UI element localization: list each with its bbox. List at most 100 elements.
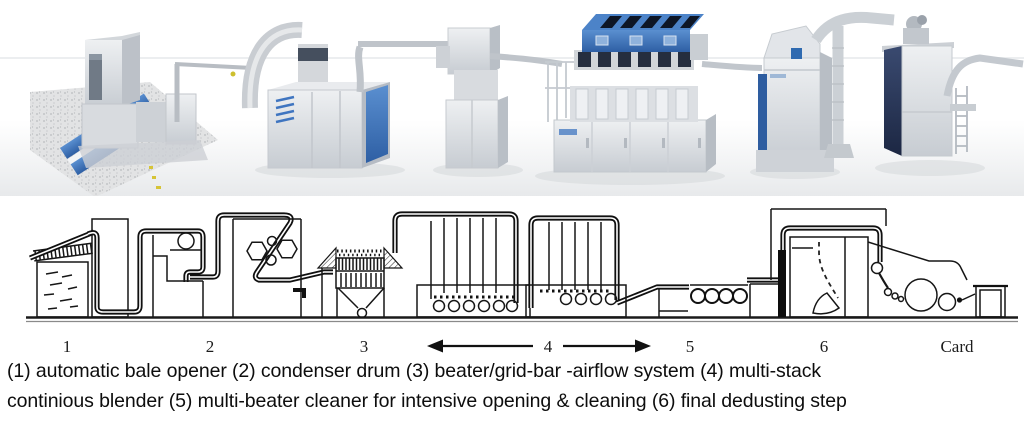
waste-funnel [336, 287, 385, 317]
stack2-rollers [559, 292, 618, 306]
panel-seams [311, 91, 341, 168]
airflow-dashed-path [818, 242, 839, 299]
arch-duct-5-6 [811, 11, 895, 44]
station-label-card: Card [940, 337, 974, 356]
station-label-1: 1 [63, 337, 72, 356]
side-blue-panel [366, 85, 388, 163]
opener-box-2 [165, 93, 197, 145]
multistack-blender-render [535, 14, 763, 185]
caption-line-2: continious blender (5) multi-beater clea… [7, 390, 847, 412]
duct-opener-to-condenser [86, 218, 206, 318]
base-skirt [756, 150, 834, 172]
cleaner-render [750, 11, 895, 179]
body-front [267, 89, 363, 169]
bale-fiber-dashes [43, 271, 79, 310]
deduster-funnel [812, 292, 841, 315]
opener-box-1 [136, 102, 166, 142]
deduster-frame [770, 208, 887, 280]
stack2-chamber-walls [548, 222, 602, 290]
blender-stack-2 [525, 222, 627, 318]
beater-roller-2 [276, 239, 298, 259]
takeoff-arm-core [29, 231, 95, 259]
stub-duct-cap [298, 48, 328, 61]
cleaner-beater-rollers [690, 288, 748, 304]
navy-side-panel [884, 46, 902, 156]
deduster-valve [870, 261, 884, 275]
fan-base [903, 28, 929, 44]
station-label-6: 6 [820, 337, 829, 356]
duct-3-4 [489, 53, 563, 67]
schematic-background [0, 196, 1024, 356]
slot-row [574, 50, 694, 70]
duct-sieve-to-stack1 [392, 211, 519, 303]
opener-body [81, 103, 139, 149]
column-ticks [832, 47, 844, 121]
tower-door [89, 54, 102, 100]
body-front [763, 57, 821, 163]
arrow-head-right [635, 339, 651, 353]
base-blue-tag [559, 129, 577, 135]
base-seams [591, 120, 669, 172]
condenser-schematic [152, 232, 204, 317]
top-box-side [490, 25, 500, 74]
base-side [706, 114, 716, 172]
fan-motor [917, 15, 927, 25]
machinery-photo-render [0, 0, 1024, 200]
yellow-markers [149, 71, 236, 189]
process-schematic: .tn{fill:none;stroke:#161616;stroke-widt… [0, 196, 1024, 356]
beater-roller-1 [246, 241, 268, 261]
station-label-3: 3 [360, 337, 369, 356]
blue-top-slots [600, 16, 700, 28]
beater-airflow-render [433, 25, 563, 177]
station-label-2: 2 [206, 337, 215, 356]
sieve-teeth [338, 258, 382, 270]
fiber-bale [36, 261, 89, 318]
mid-tier-chambers [575, 88, 689, 120]
cleaner-frame [658, 284, 748, 317]
riser-pipe [355, 45, 364, 93]
column-foot [824, 144, 854, 158]
shadow [875, 160, 985, 176]
body-front [901, 45, 953, 157]
sieve-bars [340, 273, 382, 287]
gridbar-sieve-schematic [316, 246, 404, 319]
arch-duct-highlight [247, 27, 303, 109]
beater-schematic [232, 218, 323, 317]
beater-small-roller-1 [265, 254, 277, 266]
card-main-cylinder [904, 278, 938, 312]
multibeater-cleaner-schematic [658, 277, 779, 317]
mid-box [454, 70, 498, 104]
deduster-box [789, 236, 869, 318]
body-side [820, 52, 832, 164]
deduster-feed-bar [778, 250, 786, 317]
arrow-head-left [427, 339, 443, 353]
beater-box [232, 218, 323, 317]
deduster-schematic [770, 208, 889, 318]
deduster-inner-wall [792, 237, 846, 317]
card-hood [867, 241, 968, 281]
sliver-can-inner [979, 289, 1002, 318]
duct-tower [91, 218, 129, 318]
left-attachment [436, 46, 450, 68]
top-box [447, 27, 491, 75]
right-gear-box [690, 34, 708, 60]
card-schematic [867, 241, 1008, 318]
deduster-render [875, 15, 1024, 176]
deduster-outlet-curve [878, 272, 889, 289]
station-labels: 1 2 3 4 5 6 Card [63, 337, 974, 356]
name-tag [770, 74, 786, 78]
bottom-box-side [498, 96, 508, 168]
card-calender-dot [956, 297, 963, 303]
railing [545, 61, 580, 122]
blender-stack-1 [416, 218, 531, 318]
tower-door-top [89, 54, 102, 60]
station-label-4: 4 [544, 337, 553, 356]
duct-1-2 [174, 62, 253, 70]
blue-top-logos [595, 35, 677, 46]
condenser-housing [152, 235, 204, 317]
exit-pipe [943, 54, 1024, 97]
base-handles [586, 138, 701, 148]
left-blue-panel [758, 74, 767, 152]
stack1-chamber-walls [443, 218, 497, 293]
